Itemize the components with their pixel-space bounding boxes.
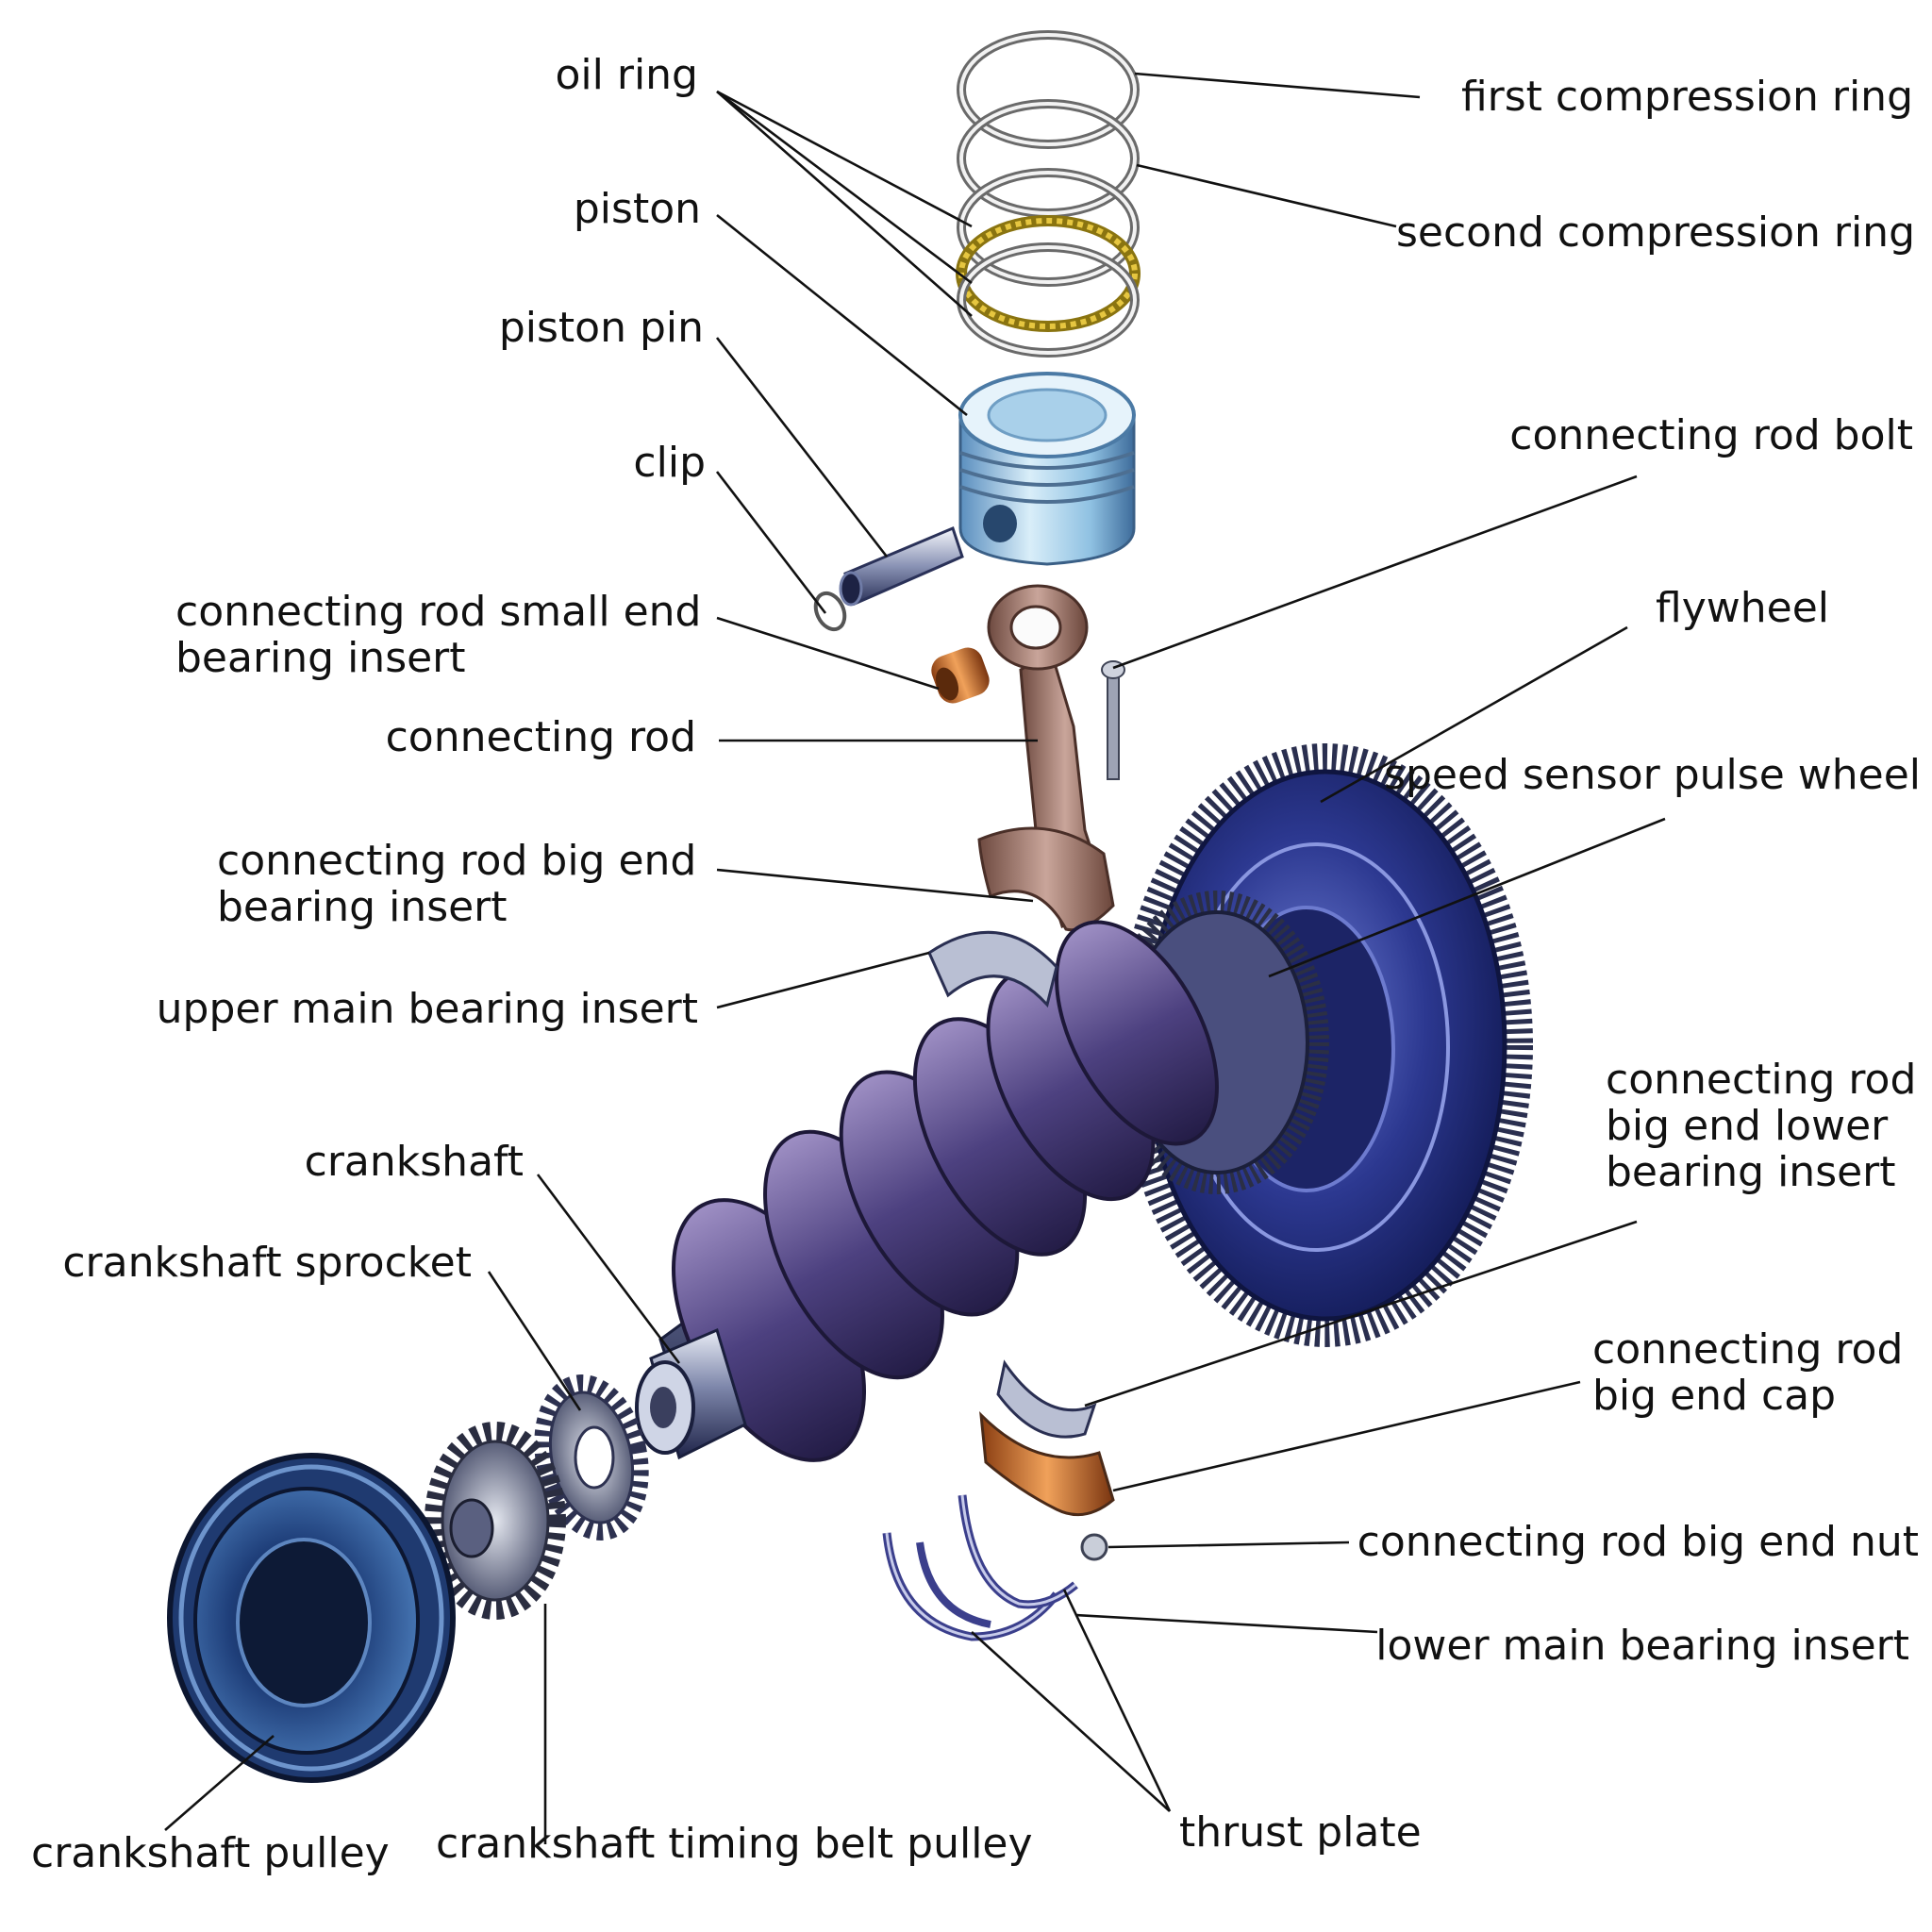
label-piston: piston (573, 185, 701, 233)
label-crankshaft-pulley: crankshaft pulley (31, 1829, 390, 1877)
piston-part (958, 372, 1136, 566)
label-flywheel: flywheel (1656, 584, 1829, 632)
label-thrust-plate: thrust plate (1179, 1808, 1422, 1857)
leader-lines (164, 72, 1666, 1844)
label-big-end-nut: connecting rod big end nut (1357, 1518, 1919, 1566)
label-connecting-rod-bolt: connecting rod bolt (1509, 411, 1913, 459)
label-lower-main-bearing: lower main bearing insert (1375, 1622, 1909, 1670)
label-speed-sensor-pulse-wheel: speed sensor pulse wheel (1384, 751, 1921, 799)
label-upper-main-bearing: upper main bearing insert (156, 985, 698, 1033)
crankshaft-pulley-part (167, 1453, 456, 1783)
label-big-end-cap: connecting rod big end cap (1592, 1325, 1904, 1420)
label-clip: clip (633, 439, 706, 487)
label-crankshaft: crankshaft (304, 1138, 524, 1186)
label-piston-pin: piston pin (498, 304, 704, 352)
big-end-lower-bearing-part (996, 1359, 1097, 1439)
label-second-compression-ring: second compression ring (1396, 208, 1915, 257)
label-crankshaft-sprocket: crankshaft sprocket (62, 1239, 472, 1287)
label-oil-ring: oil ring (555, 51, 699, 99)
label-big-end-bearing: connecting rod big end bearing insert (217, 837, 697, 931)
label-connecting-rod: connecting rod (385, 713, 696, 761)
piston-pin-part (839, 525, 964, 607)
connecting-rod-bolt-part (1101, 660, 1125, 780)
connecting-rod-part (977, 584, 1115, 932)
upper-main-bearing-part (927, 930, 1058, 1008)
small-end-bearing-part (931, 647, 990, 704)
label-small-end-bearing: connecting rod small end bearing insert (175, 588, 702, 682)
label-first-compression-ring: first compression ring (1460, 73, 1913, 121)
clip-part (813, 591, 847, 632)
piston-rings (956, 30, 1141, 358)
big-end-nut-part (1080, 1533, 1108, 1561)
lower-main-bearing-part (882, 1494, 1078, 1641)
label-big-end-lower-bearing: connecting rod big end lower bearing ins… (1606, 1056, 1917, 1196)
label-timing-belt-pulley: crankshaft timing belt pulley (436, 1820, 1033, 1868)
crankshaft-part (635, 920, 1219, 1462)
big-end-cap-part (979, 1410, 1115, 1517)
timing-belt-pulley-part (425, 1422, 566, 1620)
